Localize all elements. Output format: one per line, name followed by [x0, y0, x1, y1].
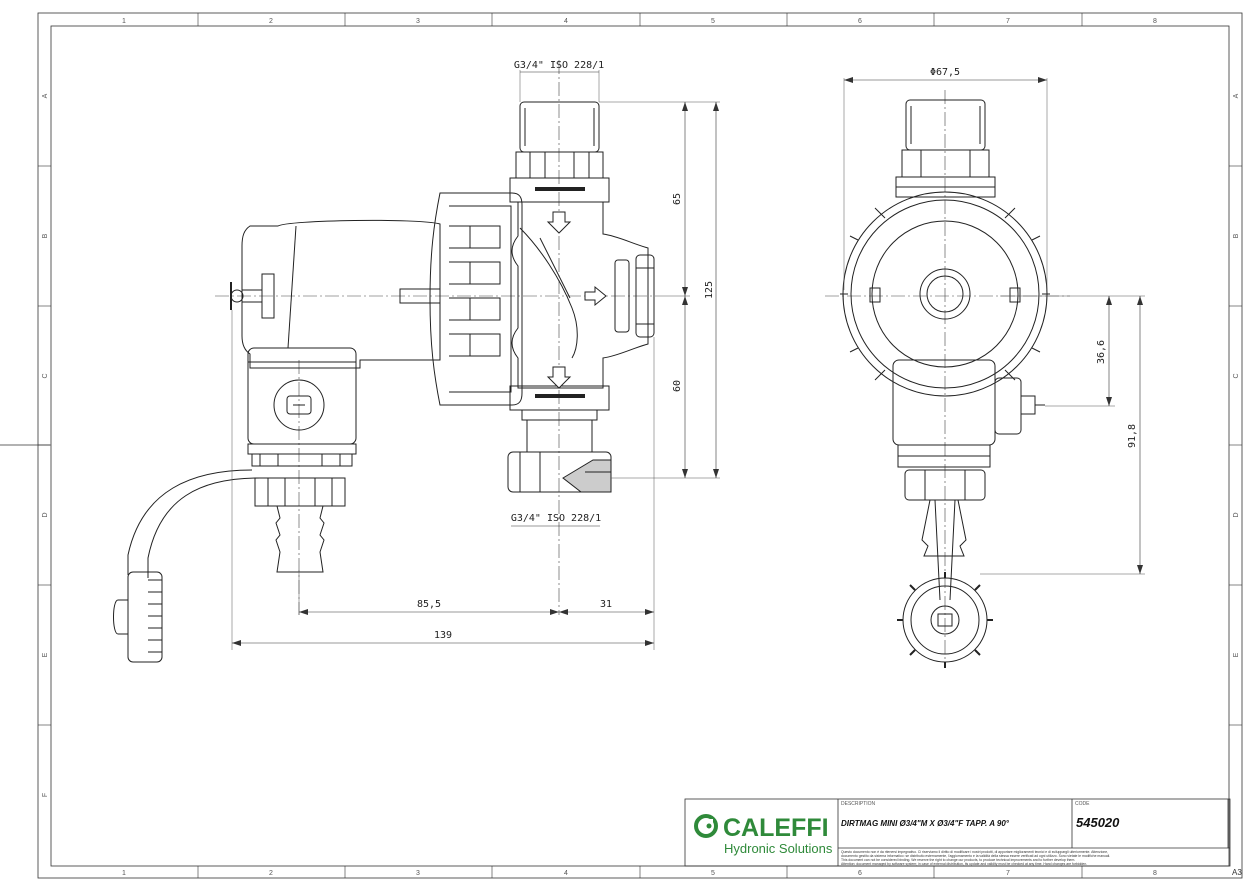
side-view [113, 60, 720, 663]
flow-arrow-icons [546, 211, 607, 389]
front-drain-barb [897, 499, 993, 668]
dim-65: 65 [672, 193, 683, 205]
grid-row-label: C [42, 373, 49, 378]
disclaimer-line: This document can not be considered bind… [841, 858, 1075, 862]
grid-col-label: 7 [1006, 18, 1010, 25]
front-top-connector [895, 99, 996, 198]
grid-row-label: D [1233, 512, 1240, 517]
dim-60: 60 [672, 380, 683, 392]
brand-name: CALEFFI [723, 814, 829, 842]
grid-row-labels-left: A B C D E F [42, 93, 49, 797]
caleffi-logo: CALEFFI Hydronic Solutions [694, 814, 833, 856]
description-label: DESCRIPTION [841, 801, 876, 807]
front-extension-lines [843, 78, 1145, 575]
frame-grid-ticks [38, 13, 1242, 878]
dimension-arrowheads [232, 102, 719, 646]
dim-125: 125 [704, 281, 715, 299]
grid-row-labels-right: A B C D E [1233, 93, 1240, 657]
grid-col-label: 7 [1006, 870, 1010, 877]
front-housing [892, 359, 1045, 501]
front-dimension-lines [844, 79, 1141, 574]
product-code: 545020 [1076, 815, 1120, 830]
bottom-female-connector [507, 409, 612, 493]
grid-row-label: F [42, 793, 49, 797]
title-block: CALEFFI Hydronic Solutions DESCRIPTION D… [684, 798, 1242, 877]
disclaimer-line: documento gestito da sistema informatico… [841, 854, 1110, 858]
grid-column-labels-top: 1 2 3 4 5 6 7 8 [122, 18, 1157, 25]
grid-col-label: 6 [858, 18, 862, 25]
top-threaded-connector [509, 101, 610, 203]
dim-85-5: 85,5 [417, 599, 441, 610]
magnet-housing [241, 219, 441, 467]
dim-139: 139 [434, 630, 452, 641]
grid-col-label: 5 [711, 870, 715, 877]
cap-tether [113, 469, 261, 663]
front-view [825, 77, 1145, 668]
grid-col-label: 3 [416, 18, 420, 25]
grid-row-label: B [1233, 233, 1240, 238]
dim-diameter: Φ67,5 [930, 67, 960, 78]
grid-col-label: 1 [122, 18, 126, 25]
grid-col-label: 3 [416, 870, 420, 877]
grid-col-label: 8 [1153, 870, 1157, 877]
dim-36-6: 36,6 [1096, 340, 1107, 364]
grid-row-label: D [42, 512, 49, 517]
grid-row-label: E [42, 652, 49, 657]
grid-col-label: 1 [122, 870, 126, 877]
drawing-frame [0, 12, 1243, 879]
dim-31: 31 [600, 599, 612, 610]
front-ring-nut [840, 191, 1050, 397]
front-centerlines [825, 90, 1070, 660]
dimension-lines [232, 71, 717, 644]
extension-lines [231, 70, 720, 650]
sheet-size-label: A3 [1232, 868, 1242, 877]
grid-column-labels-bottom: 1 2 3 4 5 6 7 8 [122, 870, 1157, 877]
thread-spec-top: G3/4" ISO 228/1 [514, 60, 604, 71]
code-label: CODE [1075, 801, 1090, 807]
grid-col-label: 6 [858, 870, 862, 877]
grid-col-label: 8 [1153, 18, 1157, 25]
disclaimer-line: Questo documento non è da ritenersi impe… [841, 850, 1108, 854]
grid-row-label: A [1233, 93, 1240, 98]
drain-valve [254, 477, 346, 573]
grid-col-label: 2 [269, 18, 273, 25]
side-air-vent [230, 273, 275, 319]
product-description: DIRTMAG MINI Ø3/4"M X Ø3/4"F TAPP. A 90° [841, 819, 1010, 828]
grid-col-label: 4 [564, 870, 568, 877]
disclaimer-line: Attention: document managed by software … [841, 862, 1087, 866]
grid-row-label: C [1233, 373, 1240, 378]
dim-91-8: 91,8 [1127, 424, 1138, 448]
grid-col-label: 2 [269, 870, 273, 877]
thread-spec-bottom: G3/4" ISO 228/1 [511, 513, 601, 524]
grid-col-label: 5 [711, 18, 715, 25]
grid-row-label: E [1233, 652, 1240, 657]
valve-body [509, 201, 655, 411]
grid-row-label: B [42, 233, 49, 238]
magnet-ring-nut [399, 192, 523, 406]
centerlines [215, 60, 655, 615]
grid-row-label: A [42, 93, 49, 98]
front-dimension-arrowheads [844, 77, 1143, 574]
brand-tagline: Hydronic Solutions [724, 841, 833, 856]
grid-col-label: 4 [564, 18, 568, 25]
